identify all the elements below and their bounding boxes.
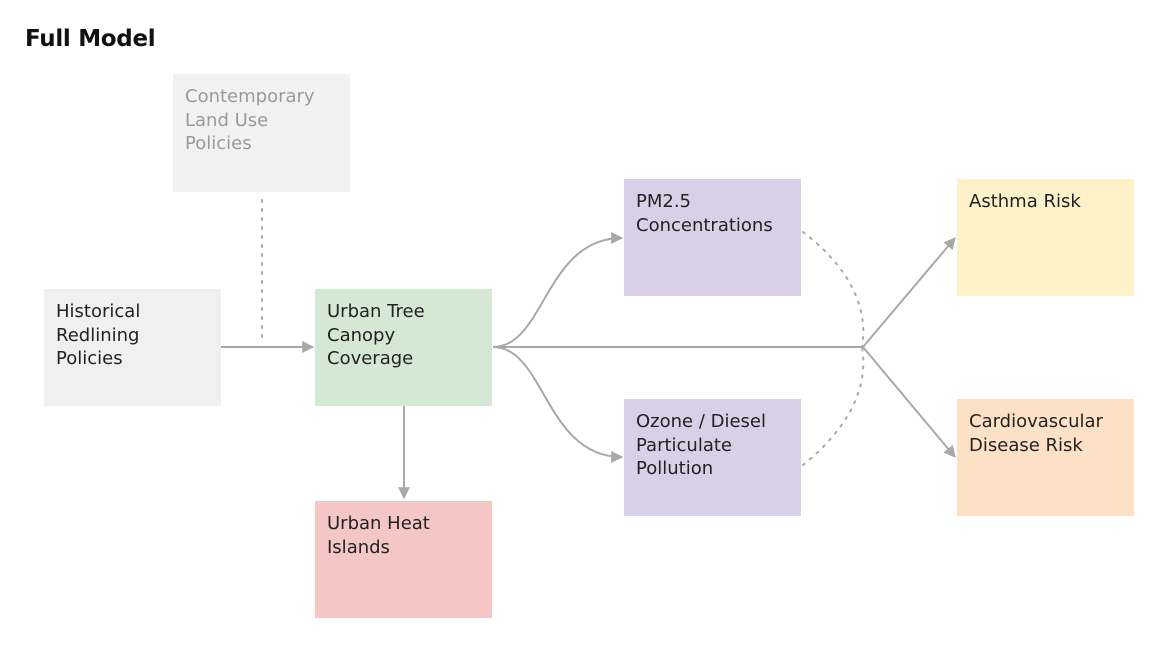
node-pm25: PM2.5 Concentrations [624, 179, 801, 296]
edge-pm25-to-outcomes [802, 231, 865, 348]
node-asthma-risk: Asthma Risk [957, 179, 1134, 296]
edge-canopy-to-pm25 [492, 232, 624, 348]
edge-canopy-to-ozone [492, 346, 624, 463]
node-cardiovascular-risk: Cardiovascular Disease Risk [957, 399, 1134, 516]
node-urban-heat-islands: Urban Heat Islands [315, 501, 492, 618]
node-contemporary-land-use: Contemporary Land Use Policies [173, 74, 350, 192]
edge-ozone-to-outcomes [802, 346, 865, 466]
diagram-title: Full Model [25, 26, 156, 52]
edge-junction-to-asthma [862, 237, 956, 348]
node-ozone-diesel: Ozone / Diesel Particulate Pollution [624, 399, 801, 516]
node-urban-tree-canopy: Urban Tree Canopy Coverage [315, 289, 492, 406]
edge-junction-to-cardio [862, 346, 956, 458]
node-historical-redlining: Historical Redlining Policies [44, 289, 221, 406]
